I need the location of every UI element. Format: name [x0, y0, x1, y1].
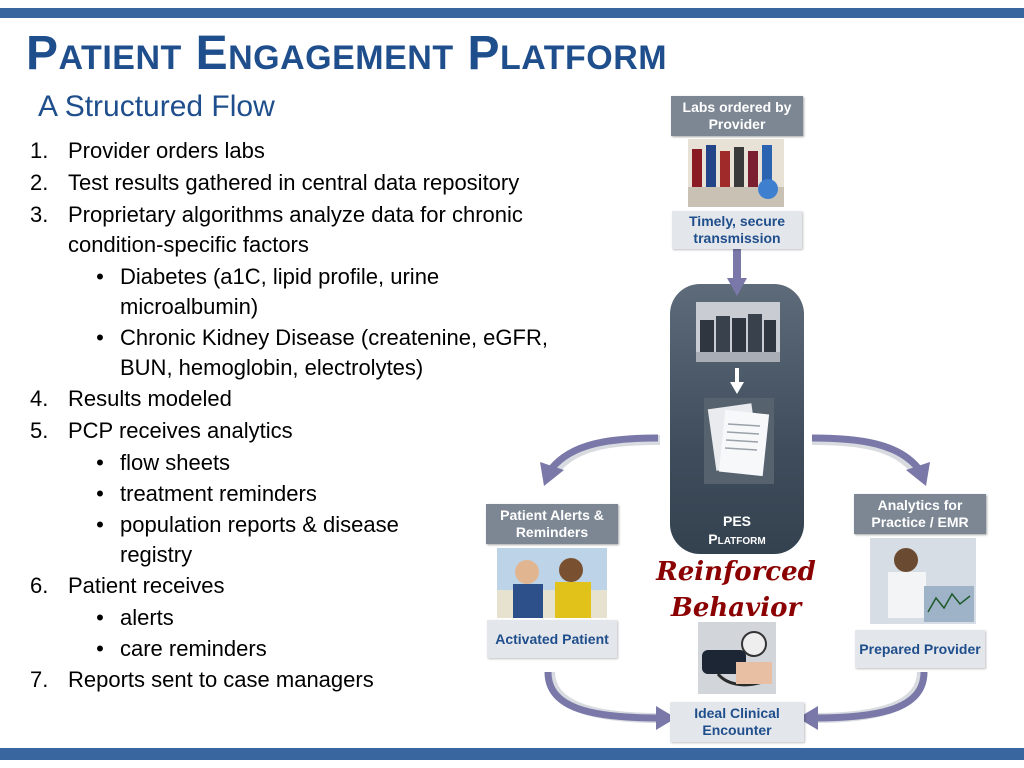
- bullet-icon: •: [96, 636, 104, 661]
- step-number: 5.: [30, 418, 49, 443]
- step-number: 7.: [30, 667, 49, 692]
- arrow-down-to-platform: [727, 249, 747, 296]
- sub-text: treatment reminders: [120, 481, 317, 506]
- labs-ordered-label: Labs ordered by Provider: [671, 96, 803, 136]
- step-text: Reports sent to case managers: [68, 667, 374, 692]
- step-item: 4. Results modeled: [30, 384, 620, 414]
- pes-label-line1: PES: [722, 513, 751, 529]
- sub-item: • care reminders: [80, 634, 620, 664]
- server-room-photo: [696, 302, 780, 362]
- prepared-provider-label: Prepared Provider: [855, 630, 985, 668]
- step-number: 4.: [30, 386, 49, 411]
- step-number: 1.: [30, 138, 49, 163]
- page-subtitle: A Structured Flow: [38, 90, 275, 123]
- bottom-accent-bar: [0, 748, 1024, 760]
- lab-tubes-photo: [688, 139, 784, 207]
- top-accent-bar: [0, 8, 1024, 18]
- arrow-server-to-report: [730, 368, 744, 394]
- patient-alerts-label: Patient Alerts & Reminders: [486, 504, 618, 544]
- sub-item: • population reports & disease registry: [80, 510, 620, 570]
- step-number: 2.: [30, 170, 49, 195]
- bullet-icon: •: [96, 512, 104, 537]
- step-item: 2. Test results gathered in central data…: [30, 168, 620, 198]
- blood-pressure-photo: [698, 622, 776, 694]
- analytics-label: Analytics for Practice / EMR: [854, 494, 986, 534]
- sub-text: population reports & disease registry: [120, 512, 399, 567]
- step-item: 1. Provider orders labs: [30, 136, 620, 166]
- reinforced-behavior-label: Reinforced Behavior: [646, 554, 826, 626]
- sub-item: • treatment reminders: [80, 479, 620, 509]
- step-item: 6. Patient receives: [30, 571, 620, 601]
- report-papers-photo: [704, 398, 774, 484]
- step-text: Results modeled: [68, 386, 232, 411]
- sub-item: • alerts: [80, 603, 620, 633]
- arrow-to-patient-alerts: [540, 434, 661, 486]
- bullet-icon: •: [96, 325, 104, 350]
- sub-text: flow sheets: [120, 450, 231, 475]
- sub-text: alerts: [120, 605, 174, 630]
- step-text: Test results gathered in central data re…: [68, 170, 520, 195]
- reinforced-line2: Behavior: [670, 593, 802, 623]
- page-title: Patient Engagement Platform: [26, 27, 668, 80]
- step-text: Proprietary algorithms analyze data for …: [68, 202, 523, 257]
- step-item: 5. PCP receives analytics: [30, 416, 620, 446]
- timely-secure-label: Timely, secure transmission: [672, 211, 802, 249]
- sub-text: care reminders: [120, 636, 267, 661]
- pes-label-line2: Platform: [708, 531, 766, 547]
- arrow-to-analytics: [811, 434, 930, 486]
- steps-list: 1. Provider orders labs 2. Test results …: [30, 136, 620, 697]
- arrow-provider-to-encounter: [798, 671, 928, 730]
- step-number: 3.: [30, 202, 49, 227]
- sub-item: • Chronic Kidney Disease (createnine, eG…: [80, 323, 620, 383]
- bullet-icon: •: [96, 481, 104, 506]
- bullet-icon: •: [96, 264, 104, 289]
- step-item: 3. Proprietary algorithms analyze data f…: [30, 200, 620, 260]
- step-item: 7. Reports sent to case managers: [30, 665, 620, 695]
- pes-platform-label: PES Platform: [670, 512, 804, 548]
- ideal-encounter-label: Ideal Clinical Encounter: [670, 702, 804, 742]
- doctor-photo: [870, 538, 976, 624]
- activated-patient-label: Activated Patient: [487, 620, 617, 658]
- sub-text: Diabetes (a1C, lipid profile, urine micr…: [120, 264, 440, 319]
- sub-item: • Diabetes (a1C, lipid profile, urine mi…: [80, 262, 620, 322]
- arrow-patient-to-encounter: [544, 671, 676, 730]
- step-number: 6.: [30, 573, 49, 598]
- patients-photo: [497, 548, 607, 618]
- step-text: PCP receives analytics: [68, 418, 293, 443]
- bullet-icon: •: [96, 450, 104, 475]
- reinforced-line1: Reinforced: [656, 557, 816, 587]
- step-text: Provider orders labs: [68, 138, 265, 163]
- sub-text: Chronic Kidney Disease (createnine, eGFR…: [120, 325, 548, 380]
- step-text: Patient receives: [68, 573, 225, 598]
- sub-item: • flow sheets: [80, 448, 620, 478]
- bullet-icon: •: [96, 605, 104, 630]
